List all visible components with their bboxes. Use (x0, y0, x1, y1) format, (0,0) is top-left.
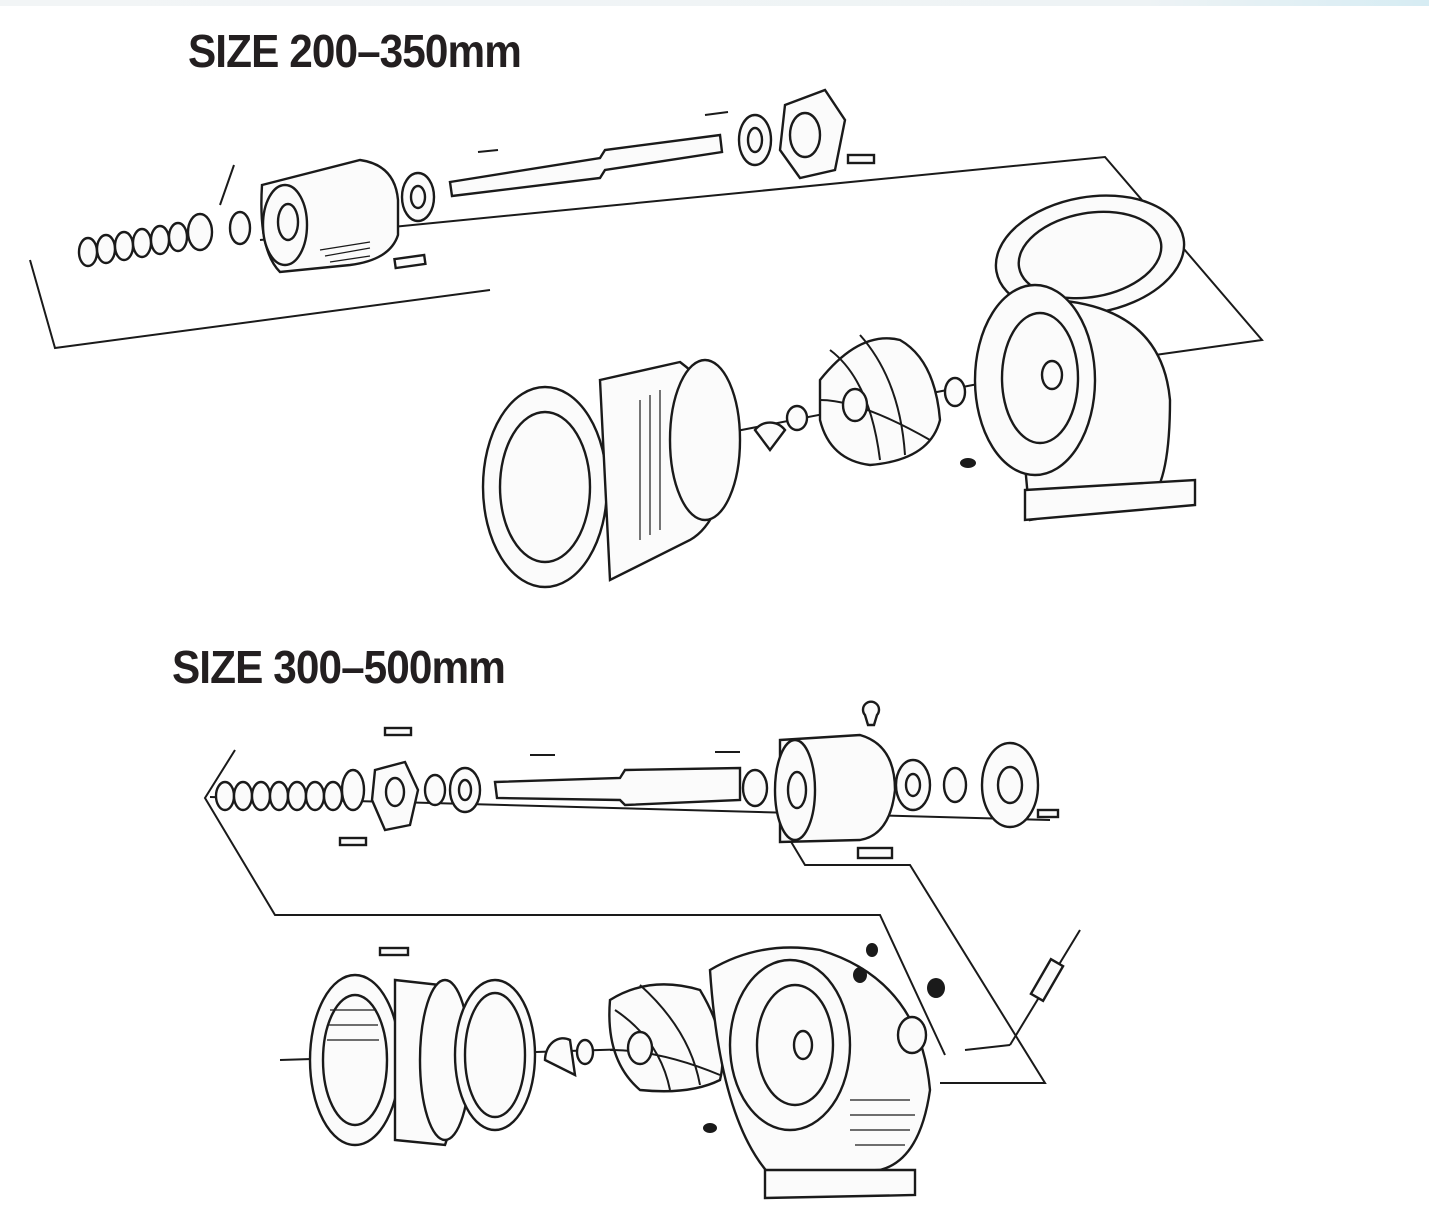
drain-plug (960, 458, 976, 468)
washer (575, 1038, 595, 1066)
plug (927, 978, 945, 998)
washer (942, 766, 968, 804)
impeller-nut (753, 421, 787, 452)
shaft (448, 133, 724, 198)
washer (741, 768, 769, 808)
bolt (383, 726, 413, 737)
key (477, 149, 499, 153)
impeller (818, 334, 942, 467)
suction-cover (308, 946, 537, 1147)
bolt (1036, 808, 1060, 819)
bolt (856, 846, 894, 860)
scan-edge (0, 0, 1429, 6)
key (704, 111, 729, 116)
bolt (846, 153, 876, 165)
assembly-leader-line (203, 749, 946, 1056)
plug (866, 943, 878, 957)
shaft (493, 766, 742, 807)
section-title-small: SIZE 200–350mm (188, 25, 522, 77)
seal-ring (943, 376, 967, 408)
lubricator (964, 929, 1081, 1051)
pin (219, 164, 235, 206)
plug (853, 967, 867, 983)
bolt (338, 836, 368, 847)
washer (785, 404, 809, 432)
washer (423, 773, 447, 807)
grease-nipple (861, 700, 881, 727)
volute-casing (973, 194, 1197, 522)
drain-plug (703, 1123, 717, 1133)
impeller-nut (543, 1037, 577, 1078)
bearing-housing (260, 158, 400, 274)
bolt (378, 946, 410, 957)
assembly-leader-line (789, 839, 1047, 1084)
bearing-housing (773, 700, 897, 860)
impeller (608, 983, 724, 1093)
packing-rings (214, 768, 366, 812)
bolt (393, 253, 427, 270)
volute-casing (708, 946, 932, 1200)
diagram-200-350 (29, 88, 1264, 589)
suction-cover (481, 358, 742, 589)
packing-rings (77, 210, 252, 268)
assembly-leader-line (29, 259, 491, 350)
diagram-300-500 (203, 700, 1081, 1200)
section-title-large: SIZE 300–500mm (172, 641, 506, 693)
